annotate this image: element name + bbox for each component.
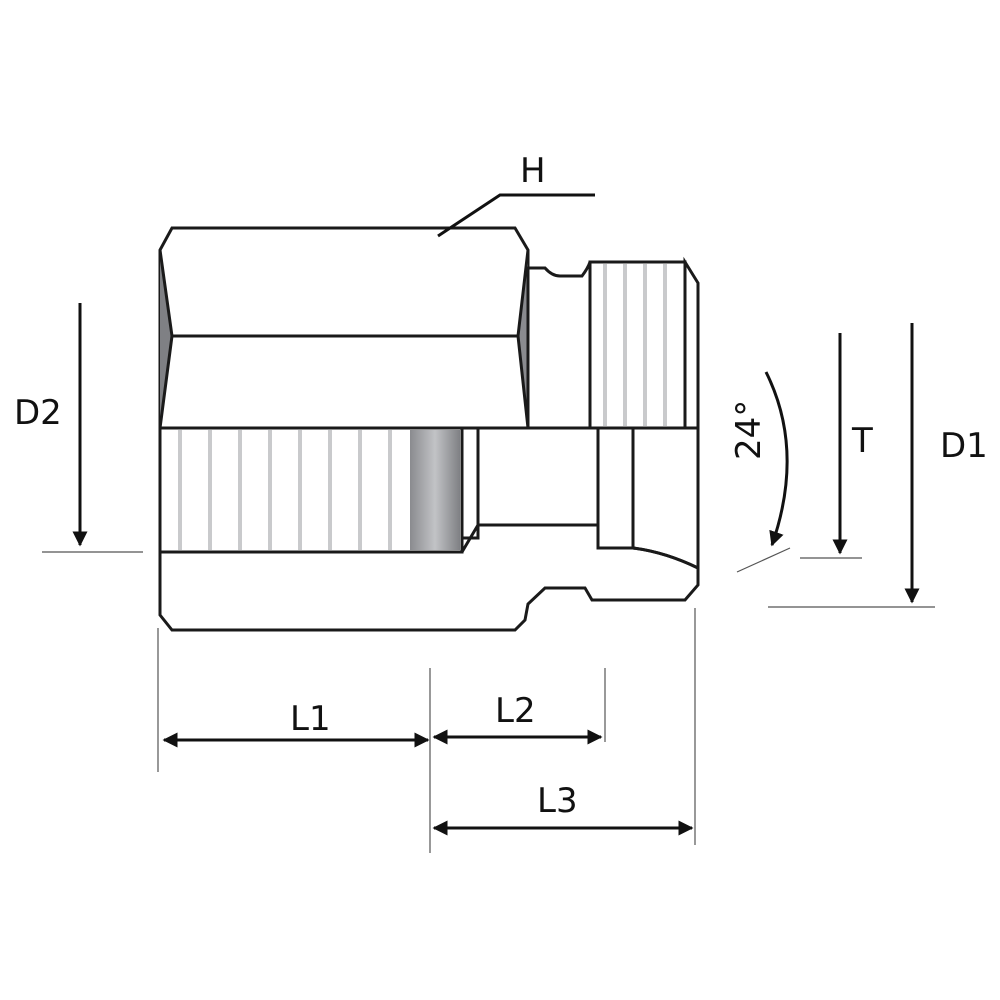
section-hatch: [158, 523, 700, 632]
outer-thread: [526, 256, 700, 430]
label-l3: L3: [537, 781, 578, 821]
h-leader: [437, 193, 595, 238]
label-d1: D1: [940, 426, 988, 466]
angle-arrow: [764, 371, 789, 547]
label-t: T: [851, 421, 873, 461]
label-angle: 24°: [729, 400, 769, 460]
label-l1: L1: [290, 699, 331, 739]
hex-body: [158, 226, 530, 430]
label-l2: L2: [495, 691, 536, 731]
label-d2: D2: [14, 393, 62, 433]
label-h: H: [520, 151, 546, 191]
